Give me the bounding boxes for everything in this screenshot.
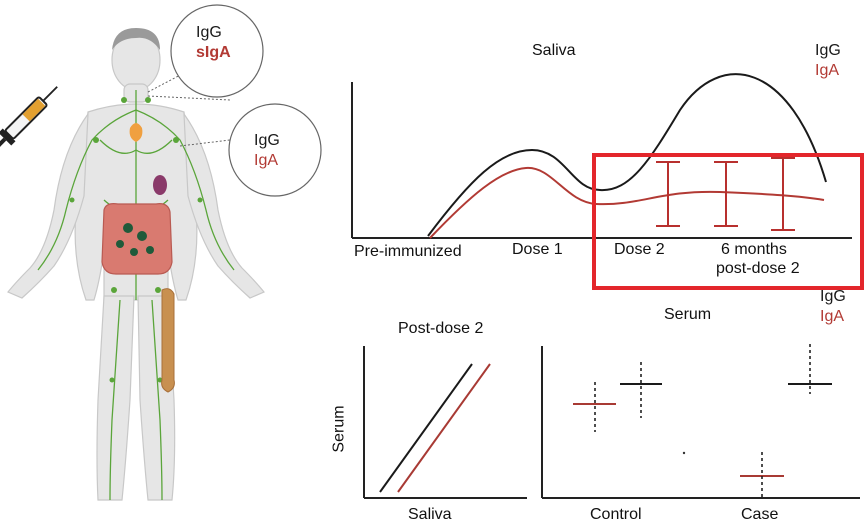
post-dose-x-axis-title: Saliva [408, 506, 452, 523]
bubble-upper [170, 4, 264, 98]
post-dose-iga-line [397, 363, 491, 493]
saliva-x-label-6-months: 6 months [721, 241, 787, 258]
saliva-legend-igg: IgG [815, 42, 841, 59]
syringe-icon [0, 86, 58, 151]
bubble-lower-iga-label: IgA [254, 152, 279, 169]
post-dose-igg-line [379, 363, 473, 493]
serum-control-iga-marker [573, 382, 616, 432]
bubble-lower-igg-label: IgG [254, 132, 280, 149]
saliva-x-label-post-dose-2: post-dose 2 [716, 260, 800, 277]
intestines-shape [101, 203, 173, 275]
bone-marrow-shape [161, 288, 175, 393]
serum-x-label-control: Control [590, 506, 642, 523]
saliva-x-label-pre-immunized: Pre-immunized [354, 243, 462, 260]
post-dose-chart-title: Post-dose 2 [398, 320, 484, 337]
post-dose-chart [363, 346, 527, 499]
spleen-shape [153, 175, 167, 195]
connector-upper [147, 71, 187, 93]
saliva-error-bars [656, 157, 795, 231]
saliva-chart [351, 73, 864, 290]
bubble-upper-siga-label: sIgA [196, 44, 231, 61]
serum-chart-title: Serum [664, 306, 712, 323]
post-dose-y-axis-title: Serum [330, 405, 348, 453]
connector-lower [179, 139, 231, 147]
serum-chart [541, 344, 860, 500]
bubble-upper-igg-label: IgG [196, 24, 222, 41]
highlight-box [592, 153, 864, 290]
serum-legend-igg: IgG [820, 288, 846, 305]
saliva-legend-iga: IgA [815, 62, 840, 79]
saliva-x-label-dose-2: Dose 2 [614, 241, 665, 258]
peyers-patches [116, 223, 154, 256]
human-body-illustration [0, 4, 322, 501]
lymphatic-vessels [37, 90, 235, 501]
saliva-chart-title: Saliva [532, 42, 576, 59]
thymus-shape [129, 123, 143, 142]
serum-legend-iga: IgA [820, 308, 845, 325]
serum-case-igg-marker [788, 344, 832, 394]
saliva-iga-line [429, 166, 825, 239]
serum-case-iga-marker [740, 452, 784, 500]
serum-control-igg-marker [620, 362, 662, 418]
saliva-x-label-dose-1: Dose 1 [512, 241, 563, 258]
bubble-lower [228, 103, 322, 197]
saliva-igg-line [427, 73, 827, 237]
serum-x-label-case: Case [741, 506, 779, 523]
